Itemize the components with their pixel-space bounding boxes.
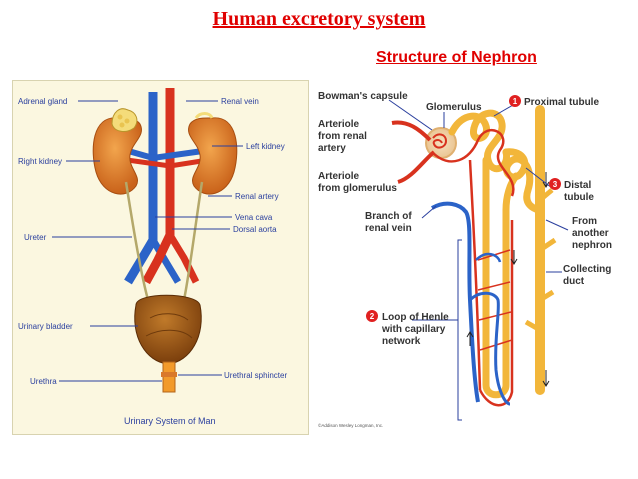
label-from-nephron-3: nephron: [572, 240, 612, 251]
label-arteriole-glomerulus-1: Arteriole: [318, 171, 360, 182]
badge-1: [509, 95, 521, 107]
dorsal-aorta-vessel: [142, 88, 175, 285]
svg-text:2: 2: [370, 312, 375, 321]
label-urethral-sphincter: Urethral sphincter: [224, 371, 287, 380]
label-dorsal-aorta: Dorsal aorta: [233, 225, 277, 234]
distal-tubule: [502, 148, 544, 214]
label-urinary-bladder: Urinary bladder: [18, 322, 73, 331]
ureter-left: [124, 181, 150, 301]
ureter-right: [182, 181, 204, 301]
label-collecting-duct-1: Collecting: [563, 264, 611, 275]
excretory-leader-lines: [52, 100, 243, 382]
label-urethra: Urethra: [30, 377, 57, 386]
label-vena-cava: Vena cava: [235, 213, 273, 222]
nephron-credit: ©Addison Wesley Longman, Inc.: [318, 422, 383, 428]
slide-title: Human excretory system: [212, 8, 426, 30]
excretory-labels: Adrenal gland Right kidney Ureter Urinar…: [18, 97, 287, 386]
label-branch-vein-2: renal vein: [365, 223, 412, 234]
excretory-caption: Urinary System of Man: [124, 416, 216, 426]
renal-vein-branch: [431, 201, 480, 403]
label-distal-tubule-1: Distal: [564, 180, 591, 191]
excretory-system-illustration: [92, 88, 238, 393]
label-renal-artery: Renal artery: [235, 192, 279, 201]
label-arteriole-renal-3: artery: [318, 143, 346, 154]
badge-3: [549, 178, 561, 190]
svg-text:1: 1: [513, 97, 518, 106]
right-kidney: [92, 117, 142, 195]
svg-text:3: 3: [553, 180, 558, 189]
label-from-nephron-1: From: [572, 216, 597, 227]
label-bowmans-capsule: Bowman's capsule: [318, 91, 408, 102]
adrenal-gland: [111, 108, 138, 132]
label-arteriole-glomerulus-2: from glomerulus: [318, 183, 397, 194]
nephron-labels: Bowman's capsule Glomerulus Proximal tub…: [318, 91, 612, 347]
label-from-nephron-2: another: [572, 228, 609, 239]
label-left-kidney: Left kidney: [246, 142, 285, 151]
label-loop-henle-2: with capillary: [381, 324, 446, 335]
label-arteriole-renal-2: from renal: [318, 131, 367, 142]
nephron-badges: 1 3 2: [366, 95, 561, 322]
renal-artery-vessel: [126, 157, 209, 169]
label-collecting-duct-2: duct: [563, 276, 585, 287]
urinary-bladder: [134, 294, 202, 365]
glomerulus: [432, 133, 448, 149]
renal-vein-vessel: [124, 147, 211, 162]
nephron-leader-lines: [388, 99, 569, 421]
label-right-kidney: Right kidney: [18, 157, 62, 166]
peritubular-capillaries: [431, 128, 515, 197]
label-loop-henle-3: network: [382, 336, 421, 347]
label-branch-vein-1: Branch of: [365, 211, 412, 222]
label-proximal-tubule: Proximal tubule: [524, 97, 599, 108]
badge-2: [366, 310, 378, 322]
nephron-illustration: [391, 105, 557, 407]
label-adrenal-gland: Adrenal gland: [18, 97, 67, 106]
left-kidney: [188, 117, 238, 195]
loop-of-henle: [482, 156, 520, 399]
label-renal-vein: Renal vein: [221, 97, 259, 106]
label-arteriole-renal-1: Arteriole: [318, 119, 360, 130]
arteriole-from-glomerulus: [397, 150, 436, 184]
urethral-sphincter: [161, 372, 177, 377]
label-ureter: Ureter: [24, 233, 47, 242]
label-distal-tubule-2: tubule: [564, 192, 594, 203]
label-loop-henle-1: Loop of Henle: [382, 312, 449, 323]
label-glomerulus: Glomerulus: [426, 102, 482, 113]
arteriole-renal-artery: [391, 120, 432, 142]
slide-subtitle: Structure of Nephron: [376, 49, 537, 66]
